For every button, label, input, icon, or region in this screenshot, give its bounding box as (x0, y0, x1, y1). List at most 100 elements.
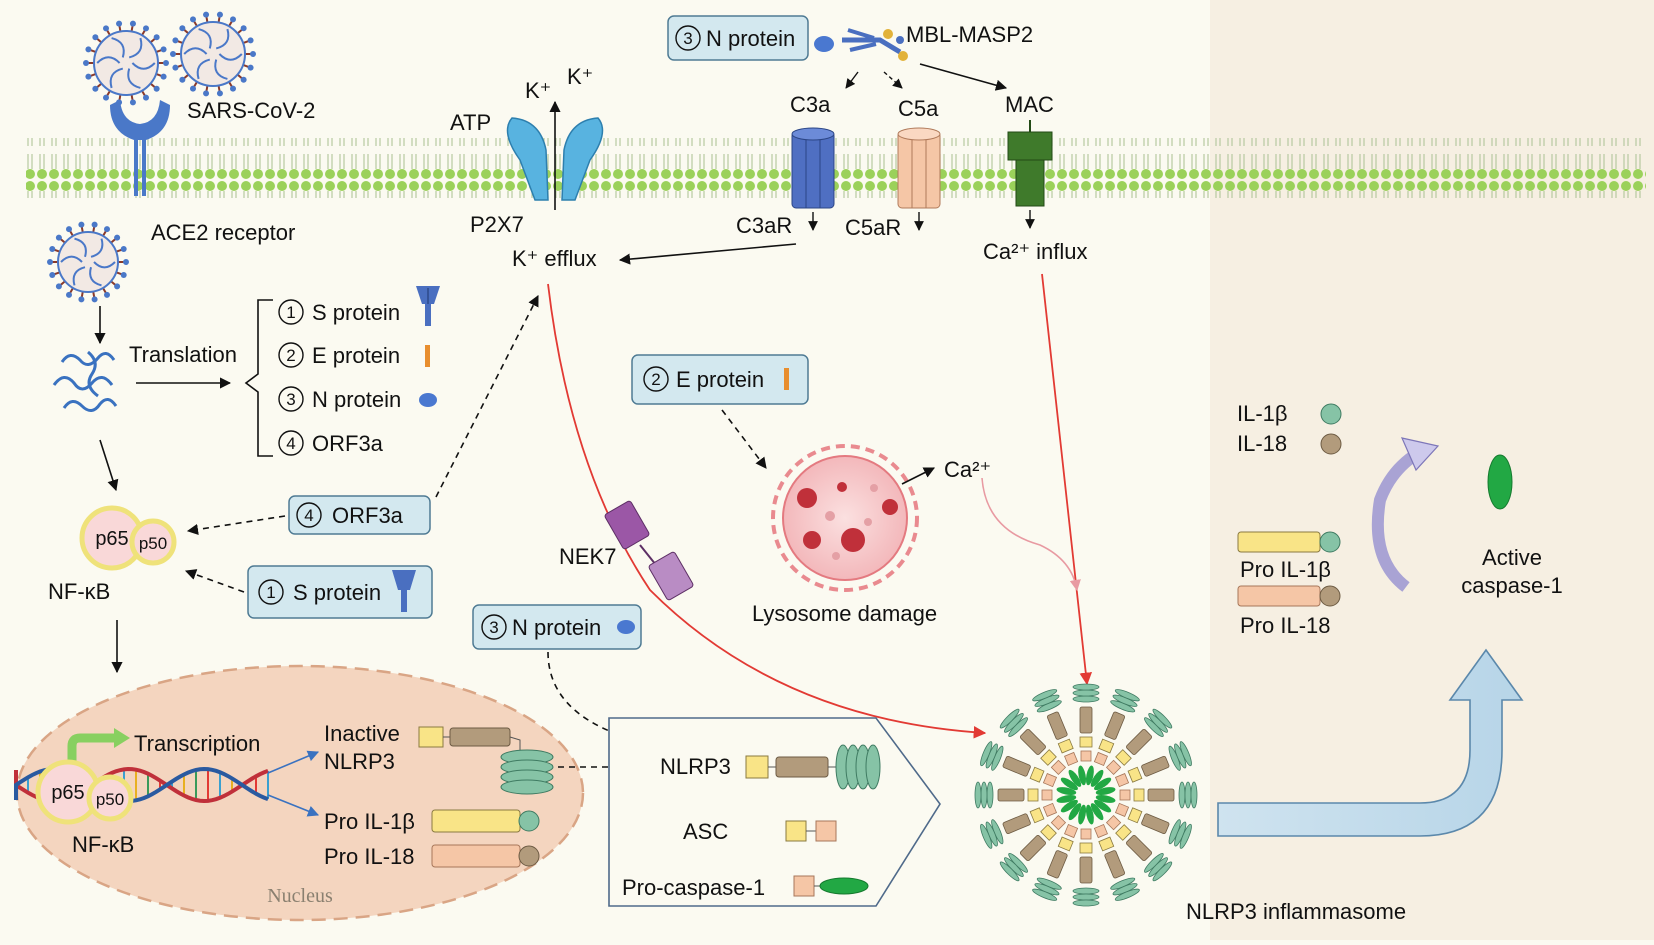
pro-il18-icon (431, 844, 521, 868)
callout-s-protein: 1 S protein (247, 565, 433, 619)
ca-label: Ca²⁺ (944, 457, 991, 482)
svg-text:p65: p65 (51, 782, 84, 804)
arrow-lysosome-ca (901, 467, 936, 485)
virus-label: SARS-CoV-2 (187, 98, 315, 123)
translation-item-orf3a: 4 ORF3a (278, 430, 384, 456)
ace2-label: ACE2 receptor (151, 220, 295, 245)
pro-il18-label: Pro IL-18 (1240, 613, 1331, 638)
callout-n-top: 3 N protein (667, 15, 809, 61)
e-protein-icon (425, 345, 430, 367)
translation-item-s: 1 S protein (278, 286, 440, 326)
lysosome-icon (771, 444, 919, 592)
inactive-nlrp3-line1: Inactive (324, 721, 400, 746)
nfkb-label: NF-κB (48, 579, 110, 604)
svg-text:2: 2 (651, 370, 660, 389)
svg-text:1: 1 (266, 583, 275, 602)
p2x7-channel-icon (506, 117, 604, 201)
translation-label: Translation (129, 342, 237, 367)
inactive-nlrp3-line2: NLRP3 (324, 749, 395, 774)
k-label-1: K⁺ (525, 78, 551, 103)
svg-text:E protein: E protein (676, 367, 764, 392)
il1b-label: IL-1β (1237, 401, 1288, 426)
arrow-e-lysosome (721, 409, 767, 469)
arrow-mbl-mac (919, 63, 1008, 91)
c5a-label: C5a (898, 96, 939, 121)
asc-domains-icon (785, 820, 837, 842)
c3ar-receptor-icon (791, 127, 835, 209)
pro-il18-label-nucleus: Pro IL-18 (324, 844, 415, 869)
inflammasome-label: NLRP3 inflammasome (1186, 899, 1406, 924)
c5ar-label: C5aR (845, 215, 901, 240)
active-caspase-line2: caspase-1 (1461, 573, 1563, 598)
nlrp3-domains-icon (745, 744, 881, 790)
pro-il1b-label-nucleus: Pro IL-1β (324, 809, 415, 834)
mbl-masp2-icon (842, 28, 908, 61)
s-protein-icon (416, 286, 440, 326)
e-protein-icon (784, 368, 789, 390)
cell-membrane (26, 138, 1646, 198)
nfkb-complex-nucleus: p65 p50 (35, 759, 134, 825)
il1b-icon (1320, 403, 1342, 425)
c5ar-receptor-icon (897, 127, 941, 209)
n-protein-icon (814, 36, 834, 52)
activation-arrow (1217, 648, 1524, 837)
svg-text:3: 3 (683, 29, 692, 48)
translation-list: 1 S protein 2 E protein 3 N protein 4 OR… (278, 286, 440, 456)
nfkb-complex: p65 p50 (79, 505, 177, 571)
translation-item-e: 2 E protein (278, 342, 430, 368)
arrow-mbl-c5a (883, 71, 903, 89)
active-caspase-line1: Active (1482, 545, 1542, 570)
k-label-2: K⁺ (567, 64, 593, 89)
c3ar-label: C3aR (736, 213, 792, 238)
n-protein-icon (617, 620, 635, 634)
mbl-masp2-label: MBL-MASP2 (906, 22, 1033, 47)
svg-text:4: 4 (286, 434, 295, 453)
svg-text:p50: p50 (139, 534, 167, 553)
arrow-mbl-c3a (845, 71, 859, 89)
active-caspase-icon (1487, 454, 1513, 510)
svg-text:2: 2 (286, 346, 295, 365)
arrow-orf3a-kefflux (435, 295, 539, 498)
translation-item-n: 3 N protein (278, 386, 437, 412)
svg-text:p65: p65 (95, 528, 128, 550)
svg-text:E protein: E protein (312, 343, 400, 368)
arrow-orf3a-nfkb (186, 515, 286, 535)
p2x7-label: P2X7 (470, 212, 524, 237)
svg-text:p50: p50 (96, 790, 124, 809)
processing-arrow (1371, 446, 1424, 592)
svg-text:ORF3a: ORF3a (332, 503, 404, 528)
nfkb-nucleus-label: NF-κB (72, 832, 134, 857)
svg-text:S protein: S protein (293, 580, 381, 605)
svg-text:1: 1 (286, 303, 295, 322)
s-protein-icon (392, 570, 416, 612)
pro-il1b-icon (431, 809, 521, 833)
pro-il1b-label: Pro IL-1β (1240, 557, 1331, 582)
ca-influx-label: Ca²⁺ influx (983, 239, 1088, 264)
nek7-label: NEK7 (559, 544, 616, 569)
svg-text:3: 3 (286, 390, 295, 409)
kefflux-to-inflammasome-path (547, 283, 987, 739)
mac-pore-icon (1007, 120, 1053, 207)
arrow-to-inactive-nlrp3 (267, 750, 320, 774)
k-efflux-label: K⁺ efflux (512, 246, 597, 271)
c3a-label: C3a (790, 92, 831, 117)
transcription-arrow (67, 733, 116, 768)
nucleus-label: Nucleus (267, 885, 333, 907)
nlrp3-label: NLRP3 (660, 754, 731, 779)
atp-label: ATP (450, 110, 491, 135)
ca-influx-to-inflammasome-path (1041, 273, 1093, 686)
svg-text:N protein: N protein (512, 615, 601, 640)
svg-text:N protein: N protein (312, 387, 401, 412)
lysosome-label: Lysosome damage (752, 601, 937, 626)
svg-text:N protein: N protein (706, 26, 795, 51)
mac-label: MAC (1005, 92, 1054, 117)
nek7-icon (604, 500, 694, 601)
virus-icon (47, 11, 256, 303)
callout-n-bottom: 3 N protein (472, 604, 642, 650)
n-protein-icon (419, 393, 437, 407)
il18-icon (1320, 433, 1342, 455)
ca-release-path (981, 477, 1081, 592)
il18-label: IL-18 (1237, 431, 1287, 456)
